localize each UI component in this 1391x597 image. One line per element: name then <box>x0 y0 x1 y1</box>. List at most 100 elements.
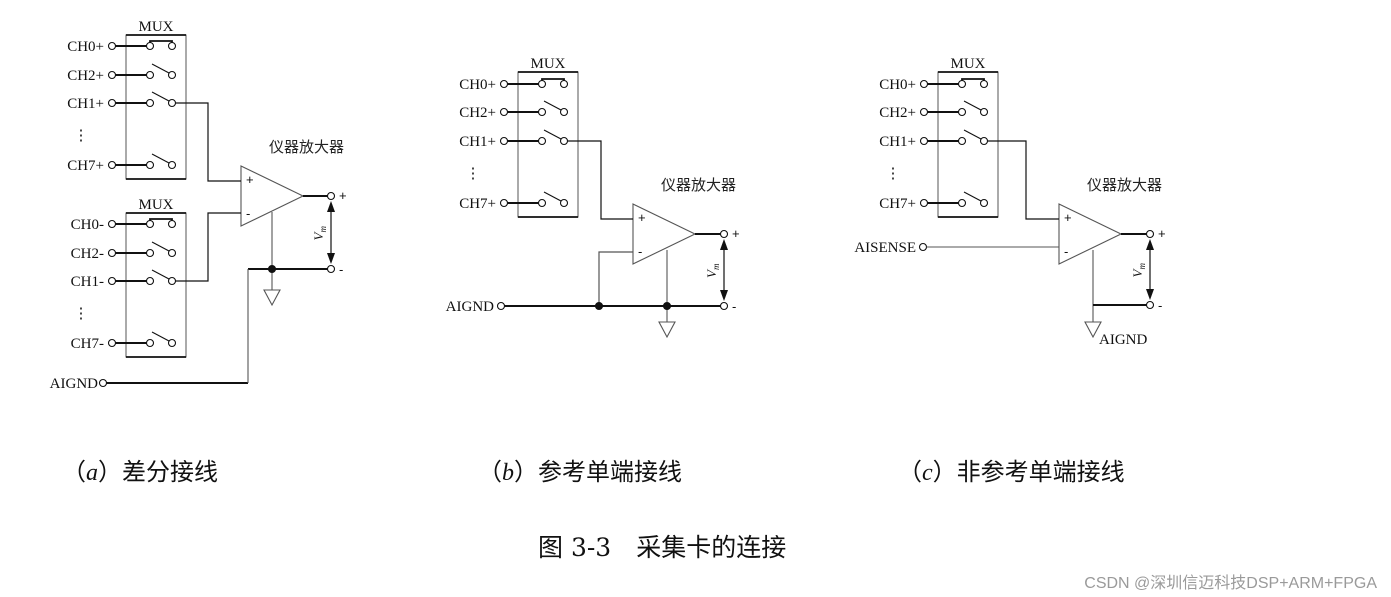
channel-ellipsis: ⋮ <box>74 306 89 322</box>
switch-open <box>151 153 170 164</box>
channel-terminal <box>499 79 509 89</box>
switch-open <box>543 100 562 111</box>
vm-subscript: m <box>711 263 721 270</box>
output-minus-sign: - <box>732 299 736 314</box>
switch-contact <box>145 248 155 258</box>
junction-dot <box>267 264 277 274</box>
diagram-c-nonreferenced-single-ended: MUXCH0+CH2+CH1+CH7+⋮+-仪器放大器+-VmAISENSEAI… <box>854 56 1165 348</box>
amplifier-label: 仪器放大器 <box>269 138 344 156</box>
channel-label-ch2-negpos: CH2+ <box>879 105 916 121</box>
amp-plus-sign: + <box>1064 210 1072 225</box>
mux-title: MUX <box>950 56 985 72</box>
junction-dot <box>662 301 672 311</box>
output-minus-terminal <box>1145 300 1155 310</box>
vm-label: Vm <box>1130 263 1147 278</box>
wire-plus-input <box>175 102 241 182</box>
channel-label-ch7-negpos: CH7+ <box>459 196 496 212</box>
aisense-label: AISENSE <box>854 240 916 256</box>
switch-open <box>543 129 562 140</box>
channel-label-ch0-negpos: CH0+ <box>459 77 496 93</box>
channel-terminal <box>499 198 509 208</box>
channel-terminal <box>499 136 509 146</box>
amplifier-label: 仪器放大器 <box>661 176 736 194</box>
switch-contact <box>537 79 547 89</box>
vm-arrow-head-down <box>327 253 335 264</box>
output-plus-terminal <box>719 229 729 239</box>
switch-contact <box>537 107 547 117</box>
channel-terminal <box>107 276 117 286</box>
watermark: CSDN @深圳信迈科技DSP+ARM+FPGA <box>1084 575 1377 592</box>
switch-contact <box>145 276 155 286</box>
channel-terminal <box>919 136 929 146</box>
switch-contact <box>957 198 967 208</box>
channel-label-ch1-negpos: CH1+ <box>459 134 496 150</box>
switch-contact <box>559 198 569 208</box>
switch-contact <box>167 338 177 348</box>
switch-contact <box>979 198 989 208</box>
aignd-terminal <box>496 301 506 311</box>
ground-symbol <box>1084 321 1102 339</box>
amp-minus-sign: - <box>1064 244 1068 259</box>
switch-contact <box>979 79 989 89</box>
channel-terminal <box>107 219 117 229</box>
ground-symbol <box>658 321 676 339</box>
switch-contact <box>957 79 967 89</box>
switch-contact <box>145 41 155 51</box>
figure-caption: 图 3-3 采集卡的连接 <box>538 533 787 562</box>
switch-closed <box>149 218 173 221</box>
vm-arrow-head-down <box>1146 289 1154 300</box>
switch-contact <box>559 107 569 117</box>
vm-subscript: m <box>1137 263 1147 270</box>
junction-dot <box>594 301 604 311</box>
output-terminals: +-Vm <box>695 226 740 314</box>
vm-label: Vm <box>311 226 328 241</box>
switch-open <box>963 129 982 140</box>
mux-box <box>937 71 999 218</box>
switch-open <box>963 100 982 111</box>
channel-terminal <box>499 107 509 117</box>
switch-open <box>151 63 170 74</box>
amplifier-triangle <box>632 203 697 265</box>
wire-minus-input <box>175 212 241 282</box>
channel-terminal <box>919 79 929 89</box>
channel-label-ch0-neg: CH0- <box>71 217 104 233</box>
switch-contact <box>167 276 177 286</box>
switch-closed <box>961 78 985 81</box>
switch-open <box>151 331 170 342</box>
mux-box <box>517 71 579 218</box>
output-plus-sign: + <box>339 188 347 203</box>
amp-plus-sign: + <box>638 210 646 225</box>
channel-terminal <box>107 338 117 348</box>
switch-open <box>151 91 170 102</box>
vm-label: Vm <box>704 263 721 278</box>
switch-open <box>151 241 170 252</box>
switch-contact <box>145 98 155 108</box>
switch-contact <box>167 219 177 229</box>
mux-title: MUX <box>530 56 565 72</box>
channel-terminal <box>919 198 929 208</box>
vm-arrow-head-up <box>1146 239 1154 250</box>
vm-arrow-head-up <box>327 201 335 212</box>
amp-minus-sign: - <box>638 244 642 259</box>
channel-label-ch2-negpos: CH2+ <box>459 105 496 121</box>
channel-label-ch1-negpos: CH1+ <box>879 134 916 150</box>
instrumentation-amplifier: + - 仪器放大器 <box>240 138 344 227</box>
wire-plus-input <box>567 140 633 220</box>
switch-contact <box>145 70 155 80</box>
output-minus-sign: - <box>1158 298 1162 313</box>
amp-minus-sign: - <box>246 206 250 221</box>
output-terminals: +-Vm <box>1121 226 1166 313</box>
output-plus-terminal <box>1145 229 1155 239</box>
ground-symbol <box>263 289 281 307</box>
output-terminals: +-Vm <box>303 188 347 277</box>
wire-minus-input <box>598 251 633 306</box>
output-plus-terminal <box>326 191 336 201</box>
caption-c: （c）非参考单端接线 <box>898 458 1125 486</box>
mux-box <box>125 212 187 358</box>
switch-open <box>151 269 170 280</box>
switch-contact <box>167 248 177 258</box>
